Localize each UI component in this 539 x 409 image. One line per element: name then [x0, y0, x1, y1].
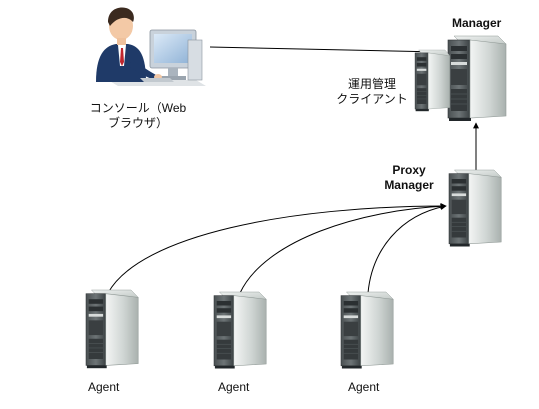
manager-server-icon	[447, 35, 507, 122]
ops-client-label: 運用管理 クライアント	[336, 77, 408, 107]
agent-label-2: Agent	[218, 380, 250, 394]
proxy-manager-label-line2: Manager	[384, 178, 434, 192]
agent-server-icon-2	[213, 291, 267, 369]
ops-client-label-line1: 運用管理	[347, 77, 396, 91]
agent-server-icon-1	[85, 289, 139, 369]
console-to-manager-line	[209, 46, 441, 53]
ops-client-server-icon	[414, 49, 451, 112]
proxy-manager-label: Proxy Manager	[378, 163, 440, 193]
agent1-to-proxy-arrow	[107, 203, 447, 294]
console-label-line1: コンソール（Web	[89, 101, 187, 115]
agent2-to-proxy-arrow	[239, 203, 447, 294]
console-label: コンソール（Web ブラウザ）	[82, 101, 194, 131]
console-user-illustration	[96, 7, 206, 86]
manager-label: Manager	[452, 16, 502, 30]
console-label-line2: ブラウザ）	[107, 116, 168, 130]
agent3-to-proxy-arrow	[367, 204, 447, 294]
agent-server-icon-3	[340, 291, 394, 369]
proxy-manager-server-icon	[448, 169, 502, 247]
agent-label-3: Agent	[348, 380, 380, 394]
proxy-manager-label-line1: Proxy	[392, 163, 426, 177]
ops-client-label-line2: クライアント	[336, 92, 408, 106]
agent-label-1: Agent	[88, 380, 120, 394]
